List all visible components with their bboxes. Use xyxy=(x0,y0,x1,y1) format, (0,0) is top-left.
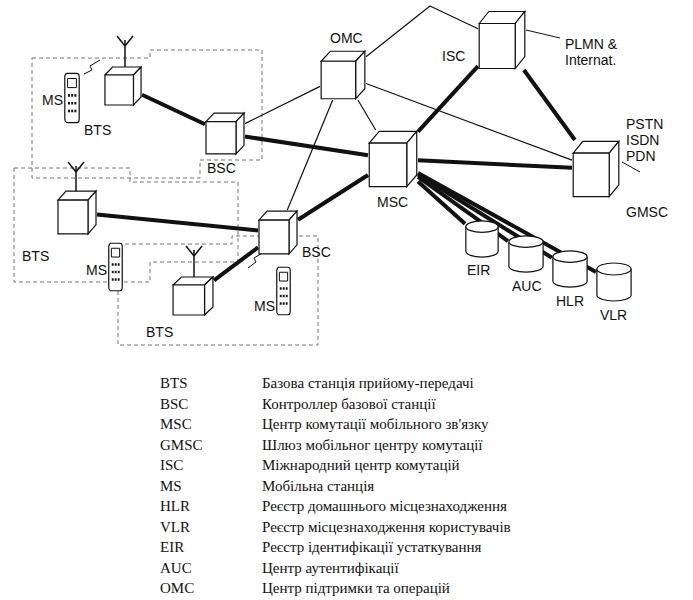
database-cylinder xyxy=(596,262,632,302)
network-label: PLMN & Internat. xyxy=(565,36,635,68)
legend-abbreviation: GMSC xyxy=(160,436,203,454)
register-node: AUC xyxy=(508,235,544,273)
trunk-link xyxy=(298,175,368,220)
mobile-handset xyxy=(64,72,80,124)
legend-abbreviation: EIR xyxy=(160,538,184,556)
trunk-link xyxy=(142,95,205,124)
legend-abbreviation: MS xyxy=(160,477,182,495)
node-label: MS xyxy=(42,92,63,108)
trunk-link xyxy=(214,247,258,280)
network-node: BTS xyxy=(172,276,214,316)
network-node: BSC xyxy=(205,112,245,155)
network-element-cube xyxy=(104,66,142,106)
node-label: MS xyxy=(86,262,107,278)
network-element-cube xyxy=(57,190,97,235)
network-node: MSC xyxy=(368,130,418,188)
legend-abbreviation: MSC xyxy=(160,415,192,433)
legend-description: Мобільна станція xyxy=(262,477,374,495)
database-cylinder xyxy=(552,250,588,288)
external-link xyxy=(526,30,560,38)
network-element-cube xyxy=(368,130,418,188)
legend-description: Міжнародний центр комутацій xyxy=(262,456,460,474)
legend-abbreviation: VLR xyxy=(160,518,190,536)
node-label: EIR xyxy=(467,262,490,278)
node-label: ISC xyxy=(442,48,465,64)
node-label: BTS xyxy=(146,324,173,340)
network-element-cube xyxy=(258,210,298,255)
legend-abbreviation: OMC xyxy=(160,579,194,597)
node-label: MSC xyxy=(377,194,408,210)
network-node: BTS xyxy=(57,190,97,235)
register-node: HLR xyxy=(552,250,588,288)
management-link xyxy=(358,100,376,130)
trunk-link xyxy=(418,173,596,272)
legend-abbreviation: ISC xyxy=(160,456,183,474)
legend-description: Центр підтримки та операцій xyxy=(262,579,450,597)
network-node: GMSC xyxy=(572,140,620,198)
node-label: HLR xyxy=(556,293,584,309)
node-label: AUC xyxy=(512,278,542,294)
node-label: BSC xyxy=(207,160,236,176)
node-label: BSC xyxy=(302,244,331,260)
node-label: MS xyxy=(254,298,275,314)
legend-description: Реєстр домашнього місцезнаходження xyxy=(262,497,507,515)
antenna xyxy=(68,36,202,277)
node-label: BTS xyxy=(22,248,49,264)
mobile-handset xyxy=(276,266,291,316)
node-label: BTS xyxy=(84,122,111,138)
mobile-node: MS xyxy=(276,266,291,316)
network-element-cube xyxy=(478,10,526,70)
mobile-node: MS xyxy=(64,72,80,124)
trunk-link xyxy=(418,175,552,258)
management-link xyxy=(245,86,320,123)
node-label: VLR xyxy=(600,307,627,323)
trunk-link xyxy=(97,215,258,231)
legend-abbreviation: BSC xyxy=(160,395,188,413)
legend-description: Реєстр ідентифікації устаткування xyxy=(262,538,481,556)
network-node: BSC xyxy=(258,210,298,255)
trunk-link xyxy=(524,70,575,140)
legend-description: Базова станція прийому-передачі xyxy=(262,374,474,392)
database-cylinder xyxy=(508,235,544,273)
network-node: BTS xyxy=(104,66,142,106)
radio-link xyxy=(84,60,264,268)
database-cylinder xyxy=(465,220,499,258)
network-element-cube xyxy=(572,140,620,198)
cell-boundary xyxy=(14,50,318,345)
trunk-link xyxy=(245,137,368,156)
trunk-link xyxy=(418,160,572,168)
legend-description: Шлюз мобільног центру комутації xyxy=(262,436,483,454)
management-link xyxy=(287,100,332,210)
network-node: ISC xyxy=(478,10,526,70)
network-element-cube xyxy=(172,276,214,316)
network-label: PSTN ISDN PDN xyxy=(626,116,670,164)
register-node: EIR xyxy=(465,220,499,258)
cell-boundary xyxy=(32,50,262,178)
legend-description: Реєстр місцезнаходження користувачів xyxy=(262,518,511,536)
legend-description: Центр аутентифікації xyxy=(262,559,399,577)
mobile-handset xyxy=(108,242,123,292)
network-element-cube xyxy=(320,50,366,100)
register-node: VLR xyxy=(596,262,632,302)
network-node: OMC xyxy=(320,50,366,100)
legend-abbreviation: AUC xyxy=(160,559,192,577)
legend-abbreviation: BTS xyxy=(160,374,188,392)
legend-description: Контроллер базової станції xyxy=(262,395,436,413)
mobile-node: MS xyxy=(108,242,123,292)
legend-abbreviation: HLR xyxy=(160,497,190,515)
node-label: GMSC xyxy=(626,204,668,220)
legend-description: Центр комутації мобільного зв'язку xyxy=(262,415,489,433)
network-element-cube xyxy=(205,112,245,155)
node-label: OMC xyxy=(330,30,363,46)
